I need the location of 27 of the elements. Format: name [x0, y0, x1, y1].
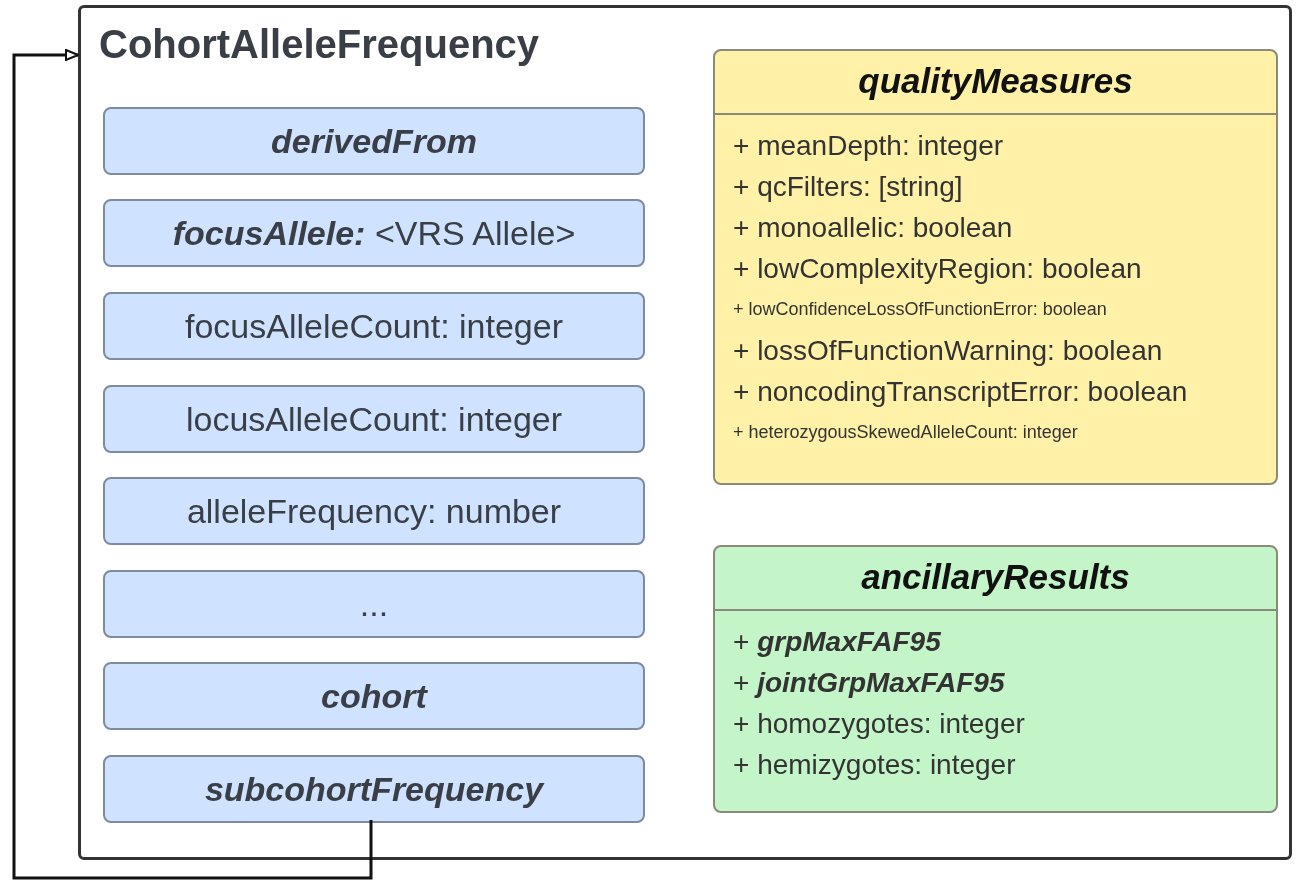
attribute-box: focusAllele: <VRS Allele>: [103, 199, 645, 267]
attribute-text: + monoallelic: boolean: [733, 211, 1014, 245]
attribute-text: + noncodingTranscriptError: boolean: [733, 375, 1189, 409]
class-frame: [78, 5, 1292, 860]
attribute-box: derivedFrom: [103, 107, 645, 175]
attribute-box: ...: [103, 570, 645, 638]
attribute-box: subcohortFrequency: [103, 755, 645, 823]
attribute-text: + heterozygousSkewedAlleleCount: integer: [733, 421, 1079, 444]
attribute-text: + qcFilters: [string]: [733, 170, 964, 204]
class-title: CohortAlleleFrequency: [99, 22, 540, 67]
attribute-text: + jointGrpMaxFAF95: [733, 666, 1006, 700]
attribute-box: focusAlleleCount: integer: [103, 292, 645, 360]
attribute-box: cohort: [103, 662, 645, 730]
attribute-text: + lowComplexityRegion: boolean: [733, 252, 1143, 286]
attribute-box: locusAlleleCount: integer: [103, 385, 645, 453]
class-title: qualityMeasures: [715, 51, 1276, 115]
attribute-text: + hemizygotes: integer: [733, 748, 1017, 782]
attribute-text: + grpMaxFAF95: [733, 625, 942, 659]
class-box: [713, 545, 1278, 813]
attribute-text: + homozygotes: integer: [733, 707, 1026, 741]
connector-arrow: [12, 49, 373, 880]
attribute-text: + meanDepth: integer: [733, 129, 1005, 163]
attribute-text: + lossOfFunctionWarning: boolean: [733, 334, 1164, 368]
class-title: ancillaryResults: [715, 547, 1276, 611]
attribute-text: + lowConfidenceLossOfFunctionError: boolean: [733, 298, 1108, 321]
class-box: [713, 49, 1278, 485]
attribute-box: alleleFrequency: number: [103, 477, 645, 545]
